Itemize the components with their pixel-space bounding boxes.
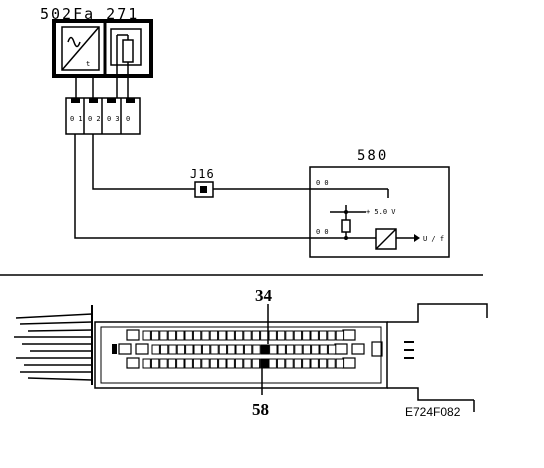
ecu-pin-cell <box>226 358 235 369</box>
ecu-pin-cell <box>276 358 286 369</box>
ecu-pin-cell <box>335 358 345 369</box>
ecu-pin-cell <box>159 358 168 369</box>
ecu-pin-cell <box>142 358 151 369</box>
pin-58-label: 58 <box>252 400 269 419</box>
ecu-pin-cell <box>168 344 177 355</box>
ecu-pin-cell <box>159 344 169 355</box>
svg-text:0 3: 0 3 <box>107 115 120 123</box>
svg-text:0 0: 0 0 <box>316 179 329 187</box>
ecu-pin-cell <box>268 330 277 341</box>
svg-text:0 1: 0 1 <box>70 115 83 123</box>
svg-text:t: t <box>86 60 90 68</box>
connector-j16-label: J16 <box>190 167 215 181</box>
ecu-pin-cell <box>293 358 303 369</box>
svg-text:+ 5.0 V: + 5.0 V <box>366 208 396 216</box>
ecu-pin-cell <box>260 344 270 355</box>
ecu-pin-cell <box>294 344 303 355</box>
ecu-pin-cell <box>192 358 202 369</box>
ecu-pin-cell <box>318 358 328 369</box>
ground-wire <box>74 134 346 239</box>
housing-to-plug-wires <box>75 76 129 98</box>
four-pin-plug: 0 1 0 2 0 3 0 <box>65 97 141 135</box>
ecu-pin-cell <box>167 358 177 369</box>
ecu-pin-cell <box>243 358 252 369</box>
pin-callout-lower: 58 <box>252 366 269 419</box>
ecu-pin-cell <box>185 344 194 355</box>
svg-text:0 2: 0 2 <box>88 115 101 123</box>
figure-reference: E724F082 <box>405 405 461 419</box>
ecu-pin-cell <box>176 330 185 341</box>
ecu-pin-cell <box>285 358 294 369</box>
ecu-pin-cell <box>201 358 210 369</box>
ecu-pin-cell <box>243 344 253 355</box>
ecu-pin-cell <box>302 344 312 355</box>
sensor-housing <box>52 19 153 78</box>
ecu-pin-cell <box>234 330 244 341</box>
svg-text:0 0: 0 0 <box>316 228 329 236</box>
ecu-pin-cell <box>285 330 294 341</box>
ecu-pin-cell <box>159 330 168 341</box>
ecu-pin-cell <box>218 344 228 355</box>
ecu-pin-cell <box>243 330 252 341</box>
ecu-pin-cell <box>201 330 210 341</box>
sensor-symbol: t <box>61 26 100 71</box>
top-component-label: 502Fa 271 <box>40 5 139 23</box>
pin-34-label: 34 <box>255 286 273 305</box>
ecu-pin-cell <box>260 330 269 341</box>
ecu-pin-cell <box>176 344 186 355</box>
ecu-pin-cell <box>311 344 320 355</box>
ecu-pin-cell <box>193 344 202 355</box>
ecu-pin-cell <box>310 330 319 341</box>
ecu-pin-cell <box>235 344 244 355</box>
ecu-pin-cell <box>268 358 277 369</box>
pin-callout-upper: 34 <box>255 286 273 344</box>
ecu-pin-cell <box>150 358 160 369</box>
ecu-pin-cell <box>318 330 328 341</box>
ecu-pin-cell <box>210 344 219 355</box>
ecu-pin-cell <box>201 344 211 355</box>
connector-j16: J16 <box>190 167 215 198</box>
ecu-pin-cell <box>293 330 303 341</box>
ecu-pin-cell <box>327 330 336 341</box>
ecu-pin-cell <box>251 330 261 341</box>
ecu-pin-cell <box>285 344 295 355</box>
ecu-pin-cell <box>251 358 261 369</box>
ecu-pin-cell <box>176 358 185 369</box>
ecu-pin-cell <box>218 330 227 341</box>
svg-text:0: 0 <box>126 115 130 123</box>
resistor-symbol <box>110 28 142 76</box>
ecu-pin-cell <box>218 358 227 369</box>
ecu-pin-cell <box>302 330 311 341</box>
ecu-pin-cell <box>310 358 319 369</box>
module-580: 0 0 0 0 + 5.0 V U / f <box>309 166 450 258</box>
signal-wire <box>92 134 389 198</box>
ecu-pin-cell <box>252 344 261 355</box>
ecu-pin-cell <box>142 330 151 341</box>
ecu-pin-cell <box>276 330 286 341</box>
ecu-pin-cell <box>226 330 235 341</box>
ecu-pin-cell <box>327 344 337 355</box>
ecu-pin-cell <box>227 344 236 355</box>
ecu-pin-cell <box>150 330 160 341</box>
ecu-connector <box>14 303 488 412</box>
ecu-pin-rows <box>142 330 345 369</box>
ecu-pin-cell <box>260 358 269 369</box>
ecu-pin-cell <box>184 330 193 341</box>
ecu-pin-cell <box>302 358 311 369</box>
ecu-pin-cell <box>209 358 219 369</box>
ecu-pin-cell <box>277 344 286 355</box>
ecu-pin-cell <box>234 358 244 369</box>
ecu-pin-cell <box>192 330 202 341</box>
module-label: 580 <box>357 148 388 164</box>
ecu-pin-cell <box>167 330 177 341</box>
ecu-pin-cell <box>319 344 328 355</box>
ecu-pin-cell <box>335 330 345 341</box>
ecu-pin-cell <box>209 330 219 341</box>
svg-text:U / f: U / f <box>423 235 444 243</box>
ecu-pin-cell <box>269 344 278 355</box>
ecu-pin-cell <box>151 344 160 355</box>
ecu-pin-cell <box>184 358 193 369</box>
ecu-pin-cell <box>327 358 336 369</box>
